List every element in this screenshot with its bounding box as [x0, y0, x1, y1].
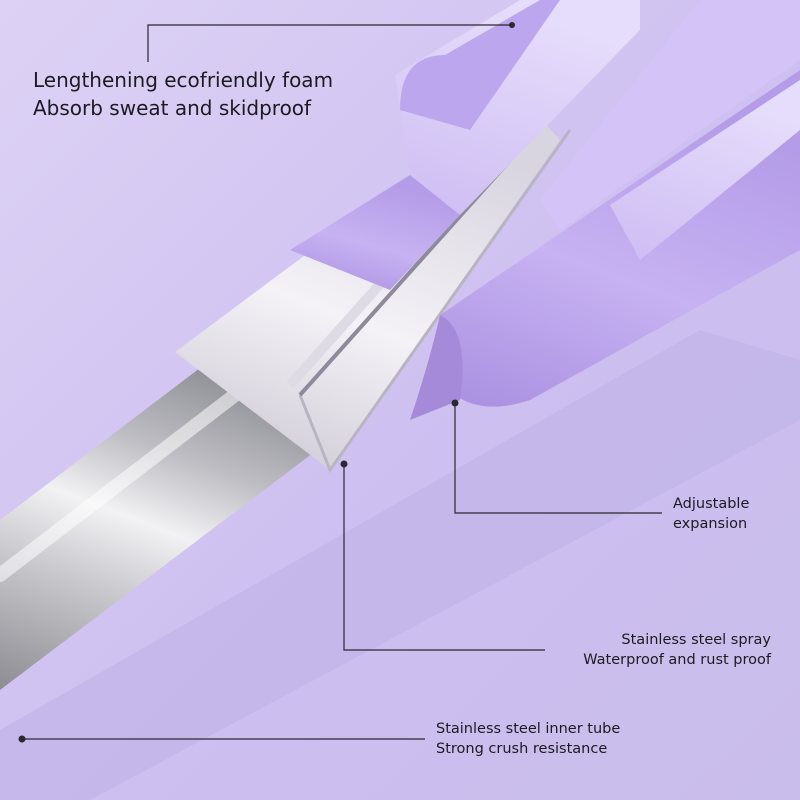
- foam-leader-dot: [509, 22, 515, 28]
- callout-inner-tube-line2: Strong crush resistance: [436, 741, 608, 757]
- callout-spray-line1: Stainless steel spray: [621, 632, 771, 648]
- callout-adjustable-line2: expansion: [673, 516, 748, 532]
- callout-adjustable-line1: Adjustable: [673, 496, 750, 512]
- callout-adjustable: Adjustable expansion: [673, 494, 749, 534]
- callout-foam-line2: Absorb sweat and skidproof: [33, 96, 312, 120]
- adjustable-leader-line: [454, 403, 662, 514]
- inner-tube-leader-dot: [18, 735, 26, 743]
- callout-inner-tube: Stainless steel inner tube Strong crush …: [436, 719, 620, 759]
- callout-foam-line1: Lengthening ecofriendly foam: [33, 68, 334, 92]
- spray-leader-dot: [340, 460, 348, 468]
- spray-leader-line: [343, 464, 545, 651]
- adjustable-leader-dot: [451, 399, 459, 407]
- callout-inner-tube-line1: Stainless steel inner tube: [436, 721, 621, 737]
- callout-foam: Lengthening ecofriendly foam Absorb swea…: [33, 66, 333, 122]
- foam-leader-line: [147, 24, 512, 62]
- callout-spray-line2: Waterproof and rust proof: [583, 652, 771, 668]
- callout-spray: Stainless steel spray Waterproof and rus…: [583, 630, 771, 670]
